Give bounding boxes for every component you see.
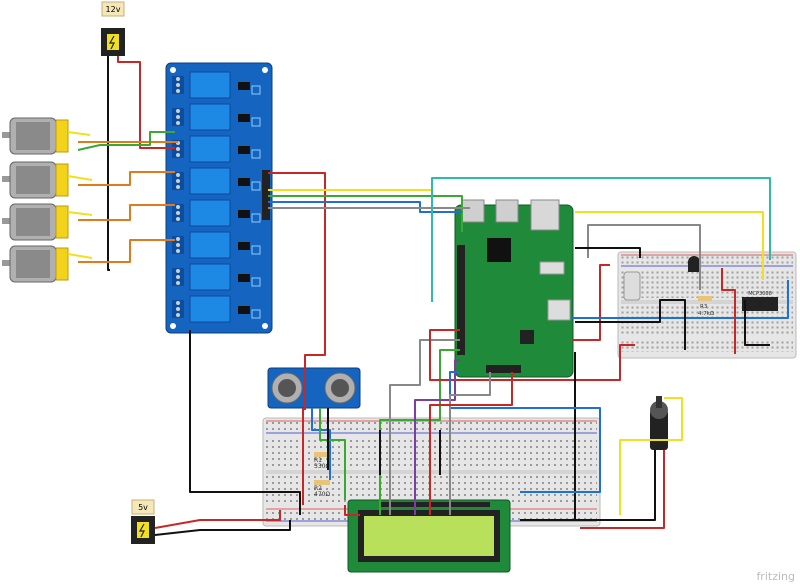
motors-group <box>2 117 69 283</box>
label-12v: 12v <box>106 5 121 14</box>
wire-red-bb <box>344 505 360 516</box>
motor-4 <box>2 245 69 283</box>
wire-red2 <box>429 372 513 515</box>
r2-value: 470Ω <box>314 491 330 498</box>
motor-3 <box>2 203 69 241</box>
ultrasonic-sensor <box>267 367 361 409</box>
wire-red-sm2 <box>721 268 736 354</box>
wire-relay-green <box>268 195 463 232</box>
wire-motor1-green <box>77 131 175 151</box>
wire-sensor-green <box>319 408 346 500</box>
relay-channel <box>172 103 261 131</box>
wire-12v-black <box>107 56 110 271</box>
wire-gray-top <box>587 224 701 290</box>
relay-channel <box>172 231 261 259</box>
relay-channel <box>172 167 261 195</box>
power-jack-5v: 5v <box>131 499 155 544</box>
label-5v: 5v <box>138 503 148 512</box>
r3-value: 4.7kΩ <box>698 311 714 317</box>
wire-motor3-orange <box>78 204 175 221</box>
wire-motor2-orange <box>78 171 175 186</box>
wire-black-top <box>575 247 641 258</box>
wire-motor-yellow-1 <box>67 131 91 136</box>
wire-motor4-orange <box>78 239 175 263</box>
wire-pot-black <box>520 450 656 521</box>
wire-blue-lcd <box>449 371 601 493</box>
wire-pot-red <box>580 450 665 529</box>
wire-motor-yellow-2 <box>67 175 93 181</box>
resistor-r2: R2 470Ω <box>314 480 330 498</box>
wire-blue-pi <box>572 280 789 319</box>
r2-label: R2 <box>314 485 322 492</box>
wire-purple-lcd <box>414 359 460 515</box>
ldr-sensor <box>623 271 641 301</box>
relay-channel <box>172 199 261 227</box>
wire-gray2 <box>449 372 491 515</box>
r1-value: 330Ω <box>314 463 330 470</box>
wire-5v-red <box>154 510 281 529</box>
wire-relay-gnd <box>189 330 301 515</box>
wire-yellow-top <box>575 211 764 280</box>
r3-label: R3 <box>700 304 708 310</box>
power-jack-12v: 12v <box>101 1 125 56</box>
wire-12v-red <box>117 56 175 149</box>
wire-black-sm <box>575 299 686 350</box>
wire-red-pi <box>572 264 610 341</box>
raspberry-pi <box>454 199 574 378</box>
motor-2 <box>2 161 69 199</box>
wire-motor-yellow-3 <box>67 211 93 216</box>
wire-pot-yellow <box>619 397 683 515</box>
temperature-sensor <box>688 256 700 272</box>
relay-board-8ch <box>165 62 273 334</box>
lcd-display <box>347 499 511 573</box>
mcp3008-label: MCP3008 <box>748 291 772 297</box>
resistor-r3: R3 4.7kΩ <box>698 296 714 317</box>
wire-5v-black <box>154 520 291 536</box>
relay-channel <box>172 295 261 323</box>
relay-channel <box>172 135 261 163</box>
resistor-r1: R1 330Ω <box>314 452 330 470</box>
relay-channel <box>172 263 261 291</box>
wire-relay-yellow <box>268 189 433 220</box>
wire-black-sm2 <box>744 300 770 346</box>
wire-cyan <box>431 177 771 302</box>
relay-channel <box>172 71 261 99</box>
r1-label: R1 <box>314 457 322 464</box>
wire-motor-yellow-4 <box>67 253 93 259</box>
mcp3008-chip: MCP3008 <box>742 291 778 311</box>
wire-gray-lcd <box>389 339 460 515</box>
motor-1 <box>2 117 69 155</box>
wire-relay-red <box>268 172 326 410</box>
wire-red-lcd <box>429 329 635 381</box>
potentiometer <box>650 396 668 450</box>
wires <box>67 56 789 536</box>
fritzing-watermark: fritzing <box>756 570 795 583</box>
